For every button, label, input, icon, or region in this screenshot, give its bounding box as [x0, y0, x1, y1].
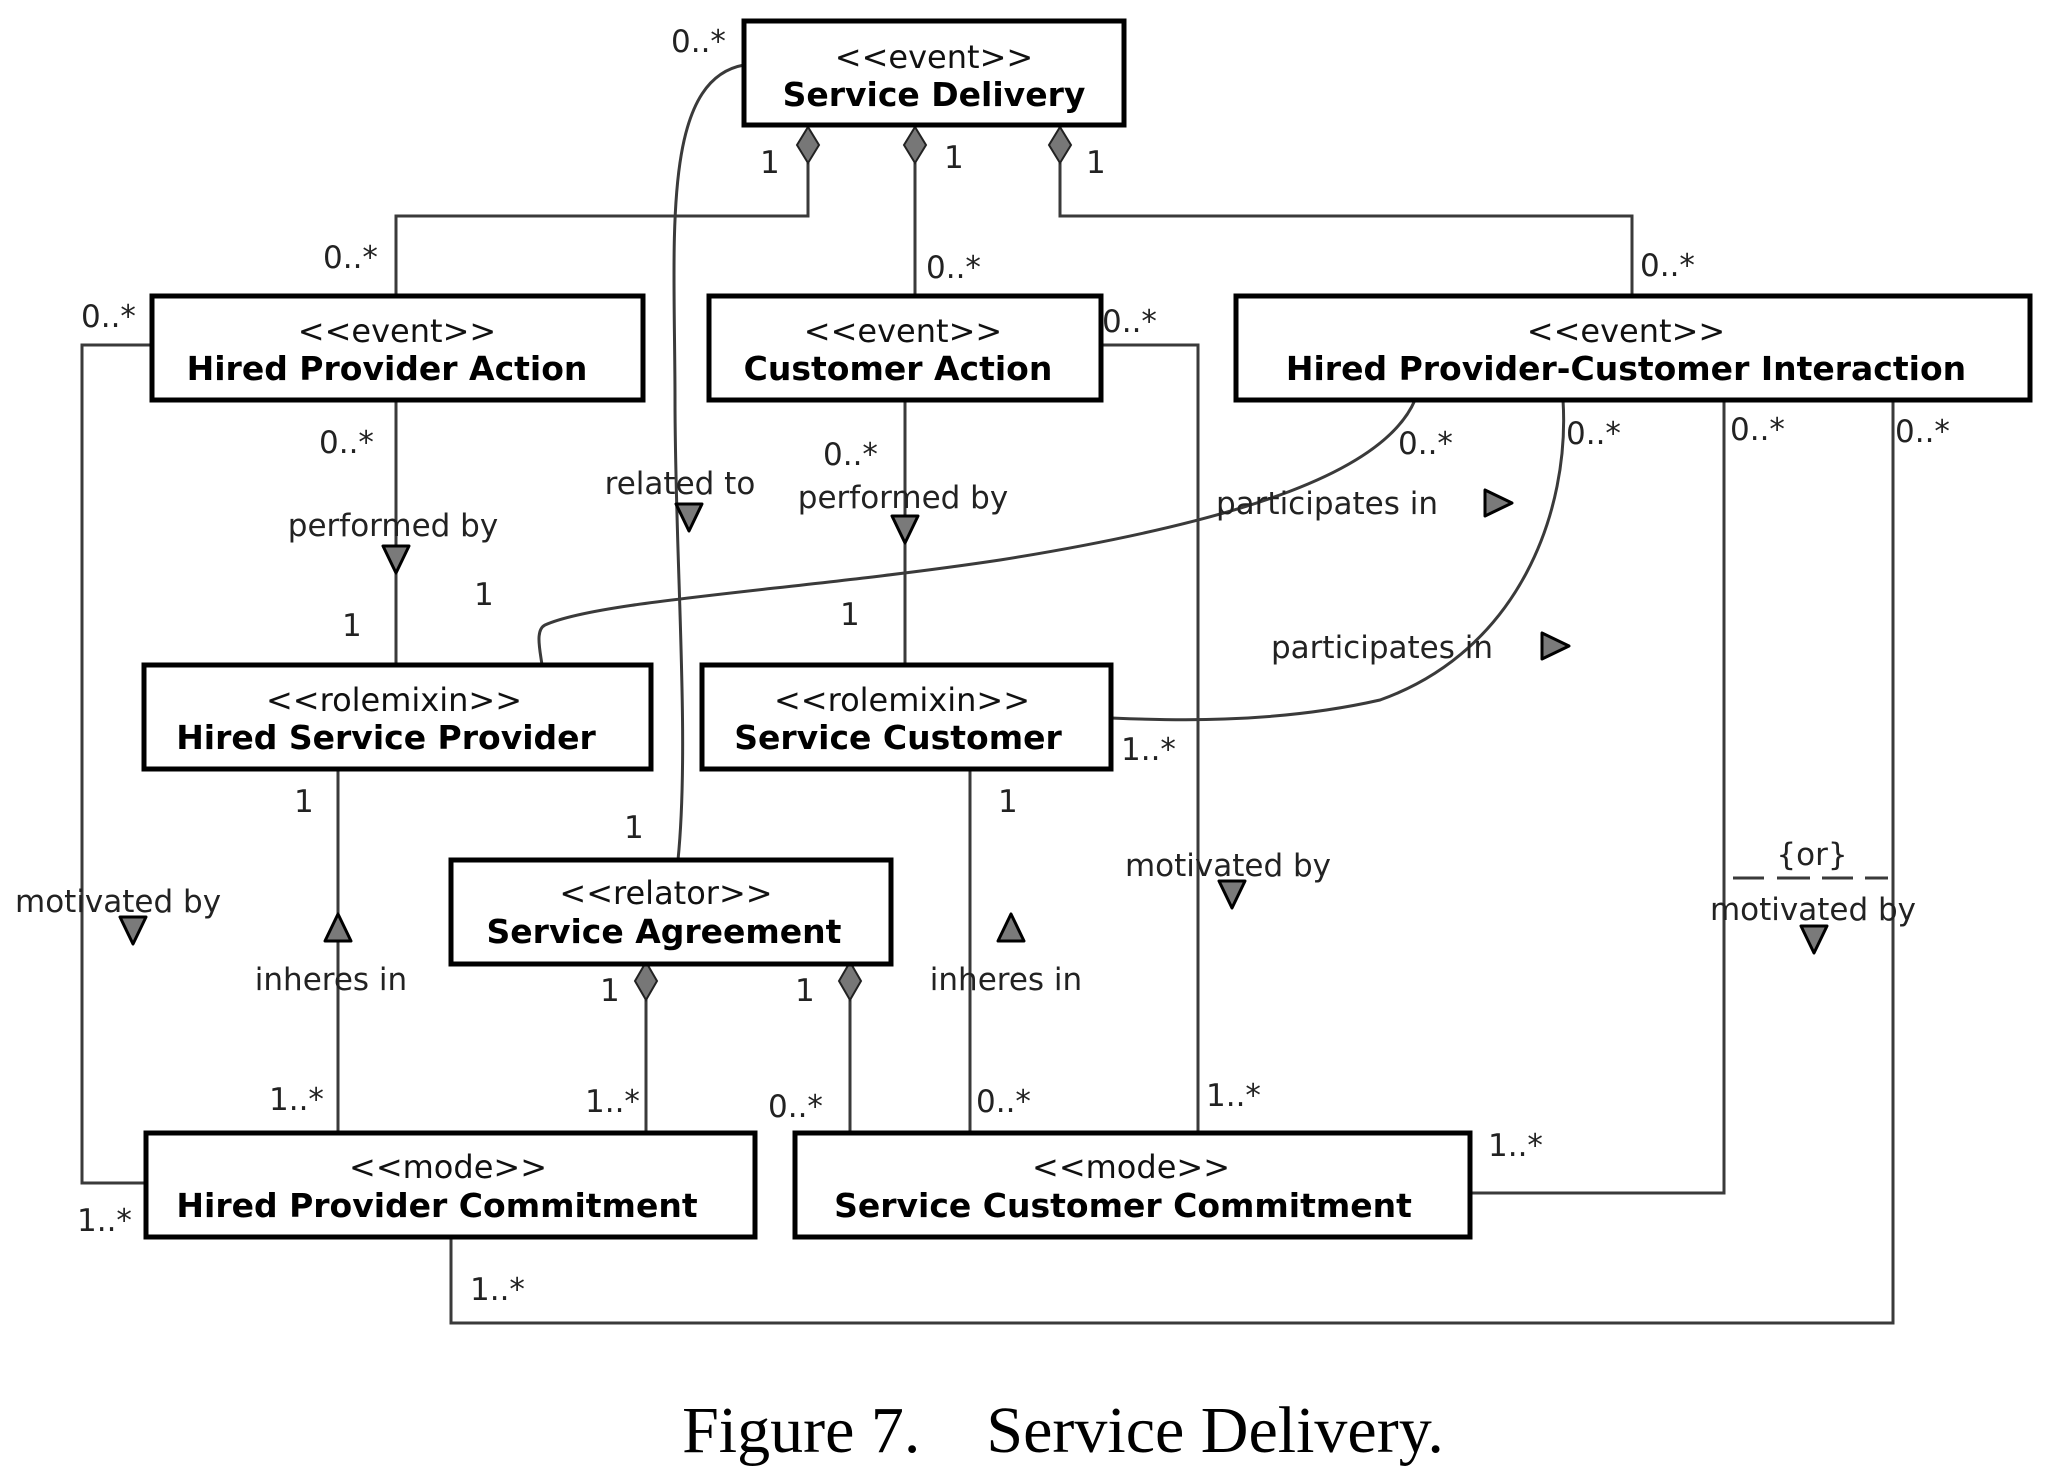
composition-diamond-1 [795, 125, 821, 165]
participates-in-customer-line [1111, 399, 1566, 722]
related-to-line [672, 63, 745, 861]
participates-in-arrow-icon-2 [1540, 631, 1571, 661]
multiplicity-label: 1..* [1121, 732, 1176, 768]
performed-by-provider-arrow-icon [381, 544, 411, 575]
motivated-by-right-arrow-icon [1799, 924, 1829, 955]
multiplicity-label: 1 [624, 810, 644, 846]
motivated-by-left-arrow-icon [118, 915, 148, 946]
composition-delivery-interaction [1058, 160, 1634, 300]
multiplicity-label: 1..* [1206, 1078, 1261, 1114]
interaction-customer-commitment-line [1470, 400, 1726, 1195]
multiplicity-label: 0..* [1640, 248, 1695, 284]
participates-in-provider-line [537, 399, 1417, 666]
multiplicity-label: 1 [944, 140, 964, 176]
multiplicity-label: 0..* [976, 1084, 1031, 1120]
multiplicity-label: 0..* [319, 425, 374, 461]
class-service-customer[interactable]: <<rolemixin>> Service Customer [699, 662, 1114, 772]
class-name: Service Agreement [487, 912, 842, 951]
stereotype-label: <<rolemixin>> [774, 681, 1030, 719]
multiplicity-label: 0..* [1895, 414, 1950, 450]
multiplicity-label: 0..* [1566, 416, 1621, 452]
multiplicity-label: 0..* [671, 24, 726, 60]
multiplicity-label: 1 [342, 608, 362, 644]
stereotype-label: <<event>> [835, 38, 1033, 76]
multiplicity-label: 0..* [323, 240, 378, 276]
stereotype-label: <<event>> [298, 312, 496, 350]
class-name: Customer Action [744, 349, 1053, 388]
motivated-by-center-label: motivated by [1125, 848, 1331, 884]
class-service-delivery[interactable]: <<event>> Service Delivery [741, 18, 1127, 128]
motivated-by-left-label: motivated by [15, 884, 221, 920]
stereotype-label: <<event>> [804, 312, 1002, 350]
class-name: Hired Provider-Customer Interaction [1286, 349, 1966, 388]
stereotype-label: <<mode>> [349, 1148, 547, 1186]
class-name: Hired Provider Commitment [176, 1186, 697, 1225]
motivated-by-customer-action-line [1100, 343, 1200, 1133]
multiplicity-label: 1 [1086, 145, 1106, 181]
motivated-by-right-label: motivated by [1710, 892, 1916, 928]
multiplicity-label: 1..* [470, 1272, 525, 1308]
class-name: Hired Provider Action [187, 349, 588, 388]
multiplicity-label: 1 [840, 597, 860, 633]
performed-by-customer-arrow-icon [890, 514, 920, 545]
class-name: Service Customer [734, 718, 1062, 757]
multiplicity-label: 1..* [1488, 1128, 1543, 1164]
performed-by-customer-label: performed by [798, 480, 1008, 516]
participates-in-label-1: participates in [1216, 486, 1438, 522]
composition-diamond-4 [633, 960, 659, 1002]
class-name: Service Customer Commitment [834, 1186, 1412, 1225]
figure-caption: Figure 7. Service Delivery. [682, 1394, 1444, 1467]
multiplicity-label: 0..* [81, 299, 136, 335]
multiplicity-label: 1..* [77, 1203, 132, 1239]
related-to-label: related to [605, 466, 756, 502]
class-service-customer-commitment[interactable]: <<mode>> Service Customer Commitment [792, 1130, 1473, 1240]
multiplicity-label: 0..* [926, 250, 981, 286]
composition-diamond-2 [902, 125, 928, 165]
participates-in-label-2: participates in [1271, 630, 1493, 666]
multiplicity-label: 1 [600, 973, 620, 1009]
class-name: Service Delivery [783, 75, 1086, 114]
motivated-by-center-arrow-icon [1217, 879, 1247, 910]
multiplicity-label: 0..* [823, 437, 878, 473]
inheres-in-customer-label: inheres in [930, 962, 1082, 998]
or-constraint-label: {or} [1776, 837, 1847, 873]
related-to-arrow-icon [674, 502, 704, 533]
inheres-in-provider-arrow-icon [323, 912, 353, 943]
multiplicity-label: 0..* [1102, 304, 1157, 340]
multiplicity-label: 0..* [1398, 426, 1453, 462]
composition-diamond-5 [837, 960, 863, 1002]
performed-by-provider-label: performed by [288, 508, 498, 544]
multiplicity-label: 1 [760, 145, 780, 181]
multiplicity-label: 1 [998, 784, 1018, 820]
composition-diamond-3 [1047, 125, 1073, 165]
class-hired-provider-customer-interaction[interactable]: <<event>> Hired Provider-Customer Intera… [1233, 293, 2033, 403]
class-name: Hired Service Provider [176, 718, 596, 757]
class-hired-provider-commitment[interactable]: <<mode>> Hired Provider Commitment [143, 1130, 758, 1240]
class-hired-service-provider[interactable]: <<rolemixin>> Hired Service Provider [141, 662, 654, 772]
multiplicity-label: 0..* [1730, 412, 1785, 448]
participates-in-arrow-icon-1 [1483, 488, 1514, 518]
multiplicity-label: 1..* [585, 1084, 640, 1120]
class-customer-action[interactable]: <<event>> Customer Action [706, 293, 1104, 403]
multiplicity-label: 1 [795, 973, 815, 1009]
inheres-in-provider-label: inheres in [255, 962, 407, 998]
multiplicity-label: 1 [474, 577, 494, 613]
motivated-by-left-line [80, 343, 152, 1185]
composition-delivery-provider-action [394, 160, 810, 300]
class-service-agreement[interactable]: <<relator>> Service Agreement [448, 857, 894, 967]
stereotype-label: <<relator>> [559, 874, 772, 912]
multiplicity-label: 1..* [269, 1082, 324, 1118]
inheres-in-customer-arrow-icon [996, 912, 1026, 943]
class-hired-provider-action[interactable]: <<event>> Hired Provider Action [149, 293, 646, 403]
stereotype-label: <<event>> [1527, 312, 1725, 350]
interaction-provider-commitment-line [449, 400, 1895, 1325]
multiplicity-label: 1 [294, 784, 314, 820]
stereotype-label: <<rolemixin>> [266, 681, 522, 719]
stereotype-label: <<mode>> [1032, 1148, 1230, 1186]
multiplicity-label: 0..* [768, 1089, 823, 1125]
